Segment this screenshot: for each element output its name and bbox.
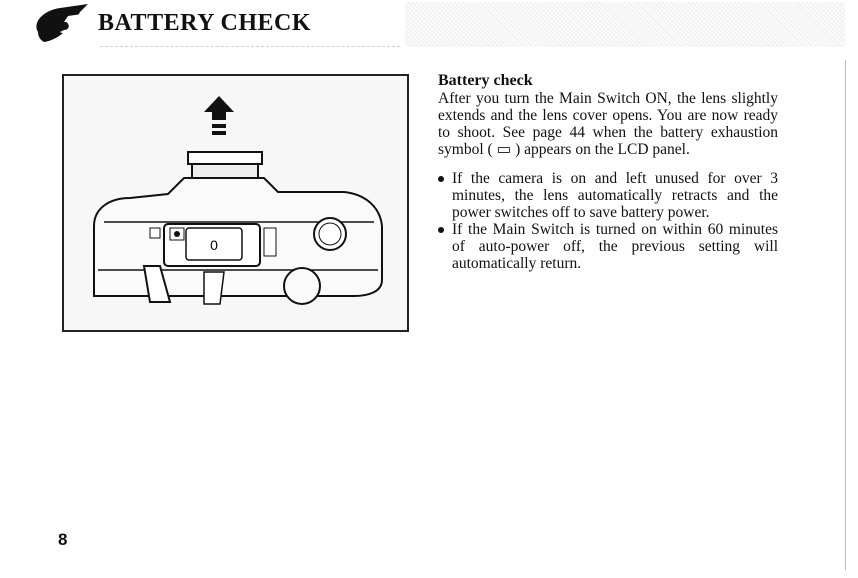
svg-text:0: 0 [210, 237, 218, 253]
section-logo-icon [36, 4, 88, 42]
list-item: If the Main Switch is turned on within 6… [438, 221, 778, 272]
header-divider [100, 46, 400, 47]
bullet-icon [438, 176, 444, 182]
bullet-text: If the Main Switch is turned on within 6… [452, 221, 778, 272]
page-title: BATTERY CHECK [98, 10, 312, 36]
camera-illustration: 0 [62, 74, 409, 332]
camera-drawing: 0 [93, 96, 383, 305]
list-item: If the camera is on and left unused for … [438, 170, 778, 221]
up-arrow-icon [204, 96, 234, 135]
page-header: BATTERY CHECK [0, 0, 858, 52]
bullet-icon [438, 227, 444, 233]
bullet-list: If the camera is on and left unused for … [438, 170, 778, 272]
page-edge-rule [845, 60, 846, 570]
header-shading [405, 2, 845, 47]
bullet-text: If the camera is on and left unused for … [452, 170, 778, 221]
intro-paragraph: After you turn the Main Switch ON, the l… [438, 90, 778, 158]
text-column: Battery check After you turn the Main Sw… [438, 72, 778, 272]
section-heading: Battery check [438, 72, 533, 89]
page-number: 8 [58, 530, 68, 549]
